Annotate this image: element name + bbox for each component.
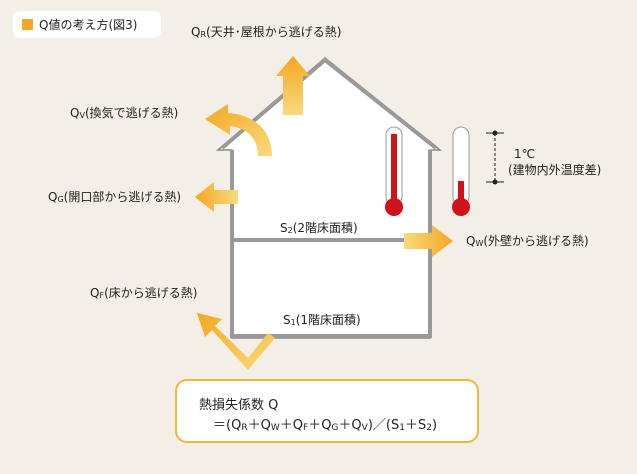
house-outline [215,57,443,339]
temp-diff-value: 1℃ [514,147,536,161]
qf-arrow [197,313,275,370]
label-qv: QV(換気で逃げる熱) [70,106,179,120]
label-qw: QW(外壁から逃げる熱) [466,234,589,248]
title-text: Q値の考え方(図3) [39,18,138,32]
qg-arrow [195,182,238,212]
temp-diff-caption: (建物内外温度差) [508,163,602,177]
label-s2: S2(2階床面積) [280,221,358,235]
qw-arrow [404,225,453,257]
outdoor-thermometer [452,126,470,216]
formula-title: 熱損失係数 Q [199,398,279,413]
title-badge: Q値の考え方(図3) [13,11,161,38]
title-square-icon [22,19,33,30]
indoor-thermometer [385,126,403,216]
formula-box: 熱損失係数 Q ＝(QR＋QW＋QF＋QG＋QV)／(S1＋S2) [175,379,479,443]
label-qg: QG(開口部から逃げる熱) [48,190,182,204]
label-s1: S1(1階床面積) [283,313,361,327]
qv-arrow [205,104,272,156]
roof-right-thick [323,58,438,150]
formula-expression: ＝(QR＋QW＋QF＋QG＋QV)／(S1＋S2) [213,418,438,433]
label-qr: QR(天井･屋根から逃げる熱) [191,25,342,39]
label-qf: QF(床から逃げる熱) [90,286,198,300]
qr-arrow [276,56,310,115]
temp-diff-bracket [486,130,504,185]
